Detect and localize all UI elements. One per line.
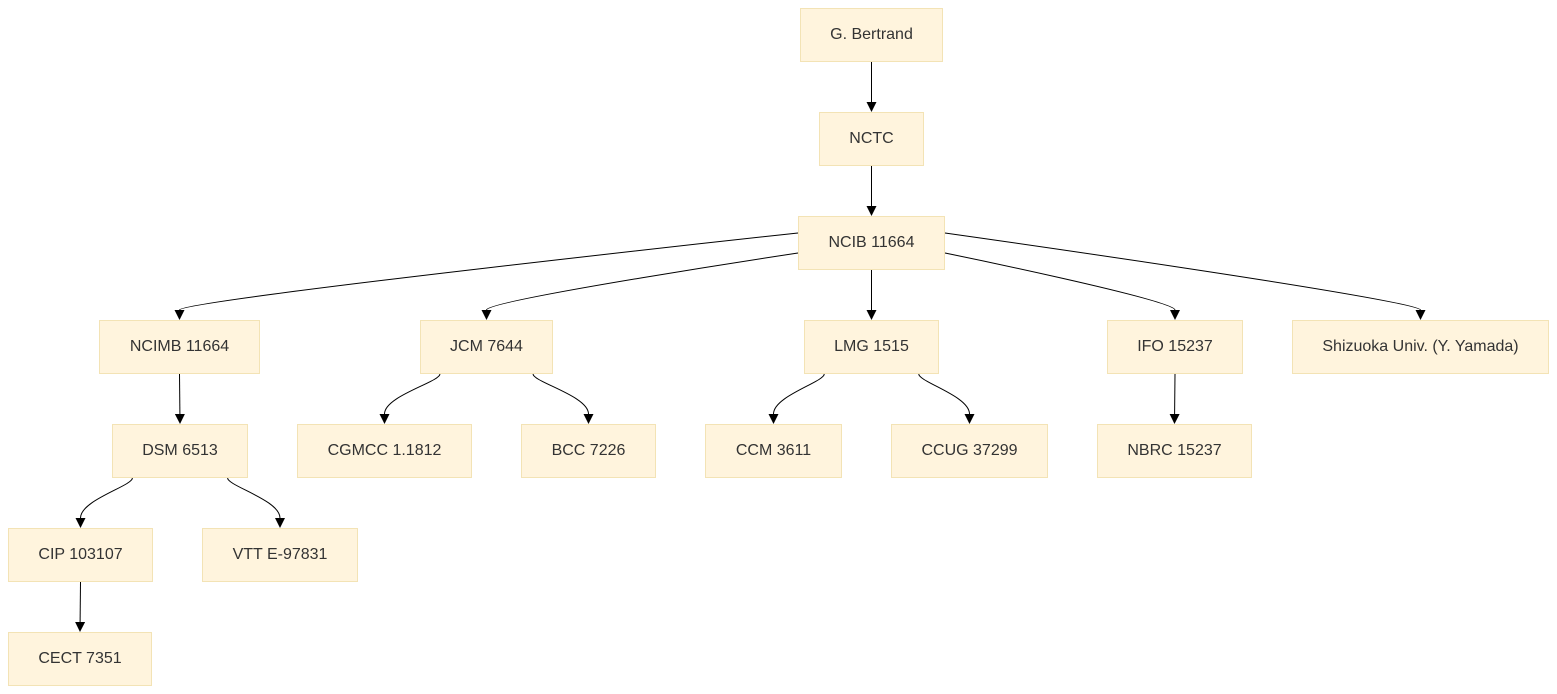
node-jcm-7644: JCM 7644 [420, 320, 553, 374]
node-nbrc-15237: NBRC 15237 [1097, 424, 1252, 478]
edge-ncib-to-jcm [481, 252, 799, 320]
node-ifo-15237: IFO 15237 [1107, 320, 1243, 374]
node-cgmcc-1-1812: CGMCC 1.1812 [297, 424, 472, 478]
node-g-bertrand: G. Bertrand [800, 8, 943, 62]
node-lmg-1515: LMG 1515 [804, 320, 939, 374]
node-vtt-e-97831: VTT E-97831 [202, 528, 358, 582]
node-ccug-37299: CCUG 37299 [891, 424, 1048, 478]
edge-cip-to-cect [75, 581, 86, 632]
edge-ifo-to-nbrc [1169, 373, 1180, 424]
edge-dsm-to-vtt [227, 477, 285, 528]
edge-jcm-to-cgmcc [379, 373, 441, 424]
edge-ncib-to-shizuoka [944, 232, 1426, 320]
edge-lmg-to-ccug [918, 373, 975, 424]
node-dsm-6513: DSM 6513 [112, 424, 248, 478]
edge-jcm-to-bcc [532, 373, 594, 424]
node-shizuoka-univ: Shizuoka Univ. (Y. Yamada) [1292, 320, 1549, 374]
edge-dsm-to-cip [75, 477, 133, 528]
node-nctc: NCTC [819, 112, 924, 166]
node-ncimb-11664: NCIMB 11664 [99, 320, 260, 374]
edge-ncimb-to-dsm [174, 373, 185, 424]
edge-ncib-to-ncimb [174, 232, 799, 320]
node-ncib-11664: NCIB 11664 [798, 216, 945, 270]
edge-lmg-to-ccm [768, 373, 825, 424]
node-cip-103107: CIP 103107 [8, 528, 153, 582]
edge-ncib-to-ifo [944, 252, 1180, 320]
node-bcc-7226: BCC 7226 [521, 424, 656, 478]
node-ccm-3611: CCM 3611 [705, 424, 842, 478]
node-cect-7351: CECT 7351 [8, 632, 152, 686]
